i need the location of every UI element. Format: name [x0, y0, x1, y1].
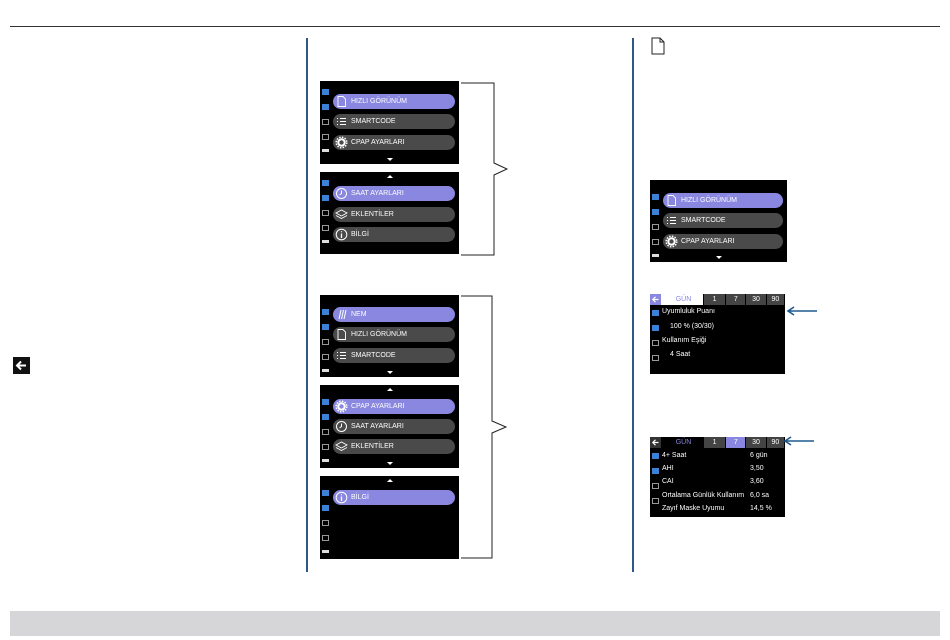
stat-value: 14,5 % [750, 505, 772, 512]
stat-label: Zayıf Maske Uyumu [662, 505, 725, 512]
scroll-down-icon[interactable] [386, 462, 393, 465]
top-rule [10, 26, 940, 27]
menu-item-bilgi[interactable]: BİLGİ [333, 227, 455, 242]
scroll-up-icon[interactable] [386, 388, 393, 391]
column-divider-left [306, 38, 308, 572]
menu-item-cpap-ayarlari[interactable]: CPAP AYARLARI [663, 234, 783, 249]
tab-7[interactable]: 7 [726, 294, 747, 305]
compliance-value: 100 % (30/30) [670, 323, 714, 330]
status-icons [322, 89, 330, 161]
status-icons [322, 399, 330, 468]
info-icon [335, 491, 348, 504]
stat-value: 3,50 [750, 465, 764, 472]
scroll-up-icon[interactable] [386, 175, 393, 178]
group-brace-2 [461, 295, 508, 559]
menu-screen-2: SAAT AYARLARI EKLENTİLER BİLGİ [320, 172, 459, 254]
menu-item-smartcode[interactable]: SMARTCODE [333, 114, 455, 129]
document-icon [335, 328, 348, 341]
usage-threshold-label: Kullanım Eşiği [662, 337, 707, 344]
scroll-down-icon[interactable] [386, 158, 393, 161]
menu-item-nem[interactable]: NEM [333, 307, 455, 322]
menu-item-saat-ayarlari[interactable]: SAAT AYARLARI [333, 186, 455, 201]
menu-item-hizli-gorunum[interactable]: HIZLI GÖRÜNÜM [333, 327, 455, 342]
back-arrow-icon [13, 357, 30, 374]
stat-value: 3,60 [750, 478, 764, 485]
gear-icon [335, 400, 348, 413]
menu-screen-5: BİLGİ [320, 476, 459, 559]
menu-item-smartcode[interactable]: SMARTCODE [663, 213, 783, 228]
status-icons [652, 194, 660, 262]
stat-label: 4+ Saat [662, 452, 687, 459]
layers-icon [335, 440, 348, 453]
layers-icon [335, 208, 348, 221]
menu-item-smartcode[interactable]: SMARTCODE [333, 348, 455, 363]
scroll-up-icon[interactable] [386, 479, 393, 482]
tab-1[interactable]: 1 [703, 437, 727, 448]
compliance-label: Uyumluluk Puanı [662, 308, 715, 315]
document-icon [665, 194, 678, 207]
group-brace-1 [461, 82, 509, 256]
status-icons [652, 453, 660, 513]
tab-90[interactable]: 90 [766, 437, 785, 448]
scroll-down-icon[interactable] [715, 256, 722, 259]
tab-30[interactable]: 30 [746, 437, 767, 448]
menu-item-cpap-ayarlari[interactable]: CPAP AYARLARI [333, 399, 455, 414]
menu-item-saat-ayarlari[interactable]: SAAT AYARLARI [333, 419, 455, 434]
period-tabs: GÜN 1 7 30 90 [650, 294, 785, 305]
callout-arrow-2 [783, 436, 814, 446]
clock-icon [335, 187, 348, 200]
compliance-screen: GÜN 1 7 30 90 Uyumluluk Puanı 100 % (30/… [650, 294, 785, 374]
menu-item-hizli-gorunum[interactable]: HIZLI GÖRÜNÜM [663, 193, 783, 208]
menu-item-eklentiler[interactable]: EKLENTİLER [333, 439, 455, 454]
list-icon [335, 349, 348, 362]
clock-icon [335, 420, 348, 433]
status-icons [322, 490, 330, 559]
gear-icon [665, 235, 678, 248]
back-arrow-icon[interactable] [650, 437, 661, 448]
stat-value: 6 gün [750, 452, 768, 459]
menu-screen-3: NEM HIZLI GÖRÜNÜM SMARTCODE [320, 295, 459, 377]
period-tabs: GÜN 1 7 30 90 [650, 437, 785, 448]
tab-7[interactable]: 7 [726, 437, 747, 448]
info-icon [335, 228, 348, 241]
menu-screen-6: HIZLI GÖRÜNÜM SMARTCODE CPAP AYARLARI [650, 180, 787, 262]
usage-threshold-value: 4 Saat [670, 351, 691, 358]
callout-arrow-1 [786, 306, 817, 316]
stat-label: CAI [662, 478, 674, 485]
status-icons [652, 310, 660, 370]
menu-item-cpap-ayarlari[interactable]: CPAP AYARLARI [333, 135, 455, 150]
stat-label: AHI [662, 465, 674, 472]
document-icon [651, 37, 665, 60]
tab-30[interactable]: 30 [746, 294, 767, 305]
gear-icon [335, 136, 348, 149]
list-icon [665, 214, 678, 227]
tab-gun[interactable]: GÜN [650, 437, 704, 448]
menu-item-eklentiler[interactable]: EKLENTİLER [333, 207, 455, 222]
tab-gun[interactable]: GÜN [650, 294, 704, 305]
stat-value: 6,0 sa [750, 492, 770, 499]
menu-screen-4: CPAP AYARLARI SAAT AYARLARI EKLENTİLER [320, 385, 459, 468]
stat-label: Ortalama Günlük Kullanım [662, 492, 745, 499]
list-icon [335, 115, 348, 128]
document-icon [335, 95, 348, 108]
tab-90[interactable]: 90 [766, 294, 785, 305]
scroll-down-icon[interactable] [386, 371, 393, 374]
statistics-screen: GÜN 1 7 30 90 4+ Saat 6 gün AHI 3,50 CAI… [650, 437, 785, 517]
back-arrow-icon[interactable] [650, 294, 661, 305]
status-icons [322, 180, 330, 252]
status-icons [322, 309, 330, 377]
menu-item-bilgi[interactable]: BİLGİ [333, 490, 455, 505]
menu-screen-1: HIZLI GÖRÜNÜM SMARTCODE CPAP AYARLARI [320, 81, 459, 164]
humidity-icon [335, 308, 348, 321]
tab-1[interactable]: 1 [703, 294, 727, 305]
column-divider-right [632, 38, 634, 572]
footer-bar [10, 611, 940, 636]
menu-item-hizli-gorunum[interactable]: HIZLI GÖRÜNÜM [333, 94, 455, 109]
